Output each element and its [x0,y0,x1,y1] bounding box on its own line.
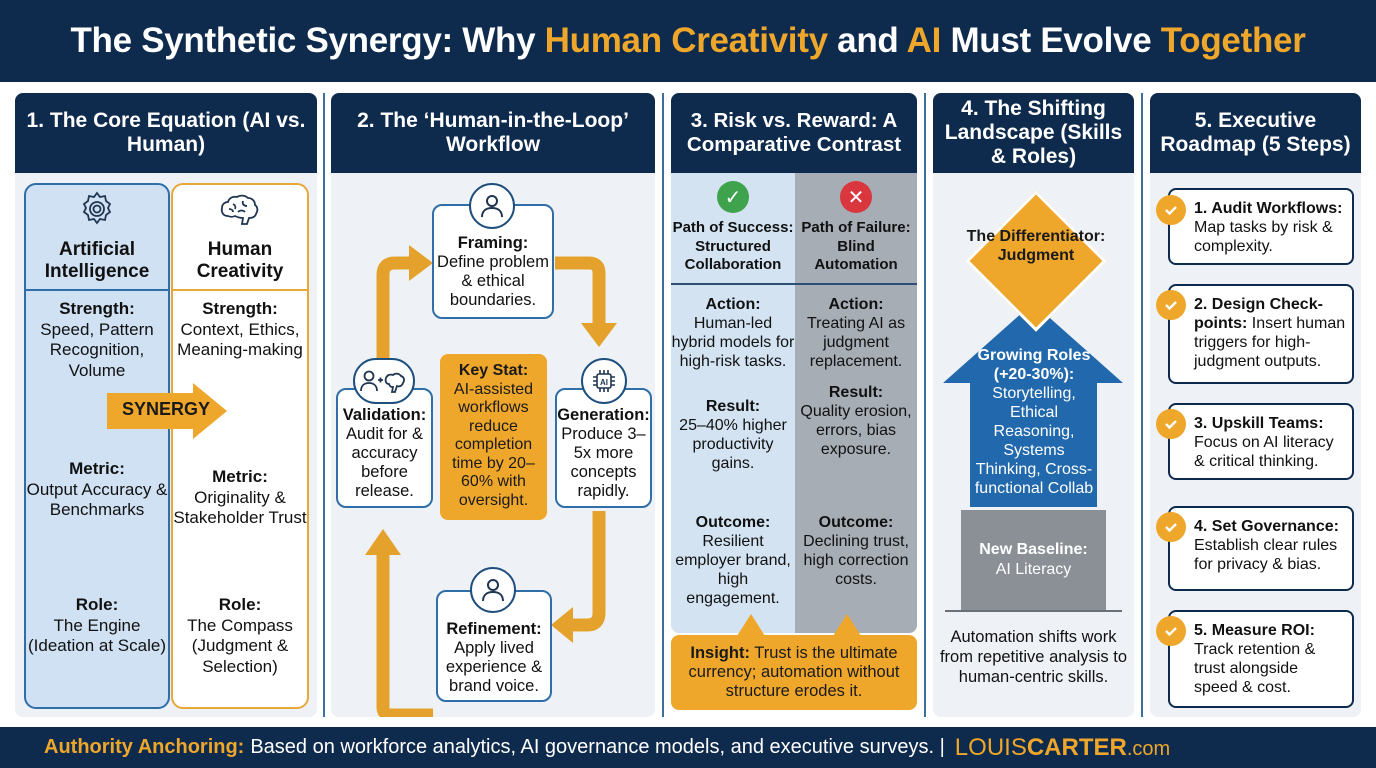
person-icon [469,183,515,229]
gear-icon [78,190,116,233]
key-stat-box: Key Stat:AI-assisted workflows reduce co… [440,354,547,520]
ai-card: Artificial Intelligence Strength:Speed, … [24,183,170,709]
ai-chip-icon: AI [581,358,627,404]
validation-step: Validation:Audit for & accuracy before r… [336,388,433,508]
footer-label: Authority Anchoring: [44,736,245,758]
panel-title: 1. The Core Equation (AI vs. Human) [15,93,317,173]
roadmap-step: 1. Audit Workflows:Map tasks by risk & c… [1168,188,1354,265]
baseline-rule [945,610,1122,612]
roadmap-step: 2. Design Check-points: Insert human tri… [1168,284,1354,384]
human-role: Role:The Compass (Judgment & Selection) [187,595,293,676]
roadmap-step: 4. Set Governance:Establish clear rules … [1168,506,1354,591]
column-divider [323,93,325,717]
check-badge-icon [1156,290,1186,320]
column-divider [924,93,926,717]
x-circle-icon: ✕ [840,181,872,213]
failure-result: Result:Quality erosion, errors, bias exp… [800,384,912,458]
check-badge-icon [1156,512,1186,542]
footer-text: Based on workforce analytics, AI governa… [250,736,945,758]
insight-pointer [833,614,861,636]
growing-roles-arrow [943,303,1123,507]
check-badge-icon [1156,195,1186,225]
human-strength: Strength:Context, Ethics, Meaning-making [177,299,303,359]
landscape-caption: Automation shifts work from repetitive a… [939,628,1128,686]
refinement-step: Refinement:Apply lived experience & bran… [436,590,552,702]
growing-roles: Growing Roles (+20-30%):Storytelling, Et… [974,347,1094,497]
failure-outcome: Outcome:Declining trust, high correction… [803,514,909,588]
success-action: Action:Human-led hybrid models for high-… [671,296,795,370]
loop-arrows [365,245,617,717]
new-baseline-block: New Baseline:AI Literacy [961,510,1106,610]
brand-link[interactable]: LOUISCARTER.com [954,733,1171,761]
ai-strength: Strength:Speed, Pattern Recognition, Vol… [40,299,154,380]
failure-action: Action:Treating AI as judgment replaceme… [806,296,906,370]
differentiator-diamond: The Differentiator: Judgment [965,190,1107,332]
human-metric: Metric:Originality & Stakeholder Trust [173,467,307,527]
executive-roadmap-panel: 5. Executive Roadmap (5 Steps) 1. Audit … [1150,93,1361,717]
brain-icon [219,192,261,233]
roadmap-step: 5. Measure ROI:Track retention & trust a… [1168,610,1354,708]
check-badge-icon [1156,616,1186,646]
panel-title: 4. The Shifting Landscape (Skills & Role… [933,93,1134,173]
ai-card-title: Artificial Intelligence [44,239,150,282]
panel-title: 2. The ‘Human-in-the-Loop’ Workflow [331,93,655,173]
human-card-title: Human Creativity [196,239,284,282]
page-header: The Synthetic Synergy: Why Human Creativ… [0,0,1376,82]
check-badge-icon [1156,409,1186,439]
core-equation-panel: 1. The Core Equation (AI vs. Human) Arti… [15,93,317,717]
svg-text:AI: AI [600,378,608,387]
human-card: Human Creativity Strength:Context, Ethic… [171,183,309,709]
column-divider [662,93,664,717]
person-icon [470,567,516,613]
column-divider [1141,93,1143,717]
workflow-panel: 2. The ‘Human-in-the-Loop’ Workflow Fram… [331,93,655,717]
success-result: Result:25–40% higher productivity gains. [679,398,787,472]
synergy-arrow: SYNERGY [107,383,227,439]
success-path: ✓ Path of Success: Structured Collaborat… [671,173,795,633]
panel-title: 5. Executive Roadmap (5 Steps) [1150,93,1361,173]
failure-path: ✕ Path of Failure: Blind Automation Acti… [795,173,917,633]
person-plus-brain-icon [353,358,415,404]
ai-metric: Metric:Output Accuracy & Benchmarks [26,459,168,519]
check-circle-icon: ✓ [717,181,749,213]
generation-step: Generation:Produce 3–5x more concepts ra… [555,388,652,508]
insight-box: Insight: Trust is the ultimate currency;… [671,635,917,710]
success-outcome: Outcome:Resilient employer brand, high e… [675,514,791,607]
page-title: The Synthetic Synergy: Why Human Creativ… [70,21,1306,60]
risk-reward-panel: 3. Risk vs. Reward: A Comparative Contra… [671,93,917,633]
ai-role: Role:The Engine (Ideation at Scale) [28,595,166,655]
page-footer: Authority Anchoring: Based on workforce … [0,727,1376,768]
insight-pointer [737,614,765,636]
roadmap-step: 3. Upskill Teams:Focus on AI literacy & … [1168,403,1354,480]
panel-title: 3. Risk vs. Reward: A Comparative Contra… [671,93,917,173]
shifting-landscape-panel: 4. The Shifting Landscape (Skills & Role… [933,93,1134,717]
